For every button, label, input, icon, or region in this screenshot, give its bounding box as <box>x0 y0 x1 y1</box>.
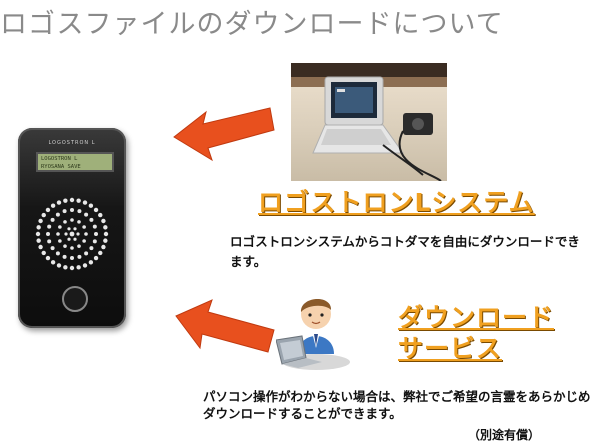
section2-heading-line: サービス <box>398 334 503 363</box>
section1-description: ロゴストロンシステムからコトダマを自由にダウンロードできます。 <box>230 234 580 269</box>
laptop-photo-icon <box>291 63 447 181</box>
device-screen: LOGOSTRON L RYOSANA SAVE <box>36 152 114 172</box>
arrow-left-icon <box>175 299 275 353</box>
device-screen-line: RYOSANA SAVE <box>41 164 81 170</box>
page-title: ロゴスファイルのダウンロードについて <box>0 9 504 40</box>
logostron-device-icon: LOGOSTRON L LOGOSTRON L RYOSANA SAVE <box>18 128 126 328</box>
arrow-left-icon <box>173 107 275 162</box>
section2-heading-line: ダウンロード <box>398 303 555 332</box>
section2-heading: ダウンロード サービス <box>398 302 588 364</box>
device-button <box>62 286 88 312</box>
person-with-laptop-icon <box>276 298 350 370</box>
section1-heading: ロゴストロンLシステム <box>258 188 535 217</box>
device-screen-line: LOGOSTRON L <box>41 156 78 162</box>
device-dial-icon <box>35 197 109 271</box>
device-brand-label: LOGOSTRON L <box>48 140 96 146</box>
section2-description: パソコン操作がわからない場合は、弊社でご希望の言霊をあらかじめダウンロードするこ… <box>203 389 591 421</box>
price-note: （別途有償） <box>468 428 541 442</box>
